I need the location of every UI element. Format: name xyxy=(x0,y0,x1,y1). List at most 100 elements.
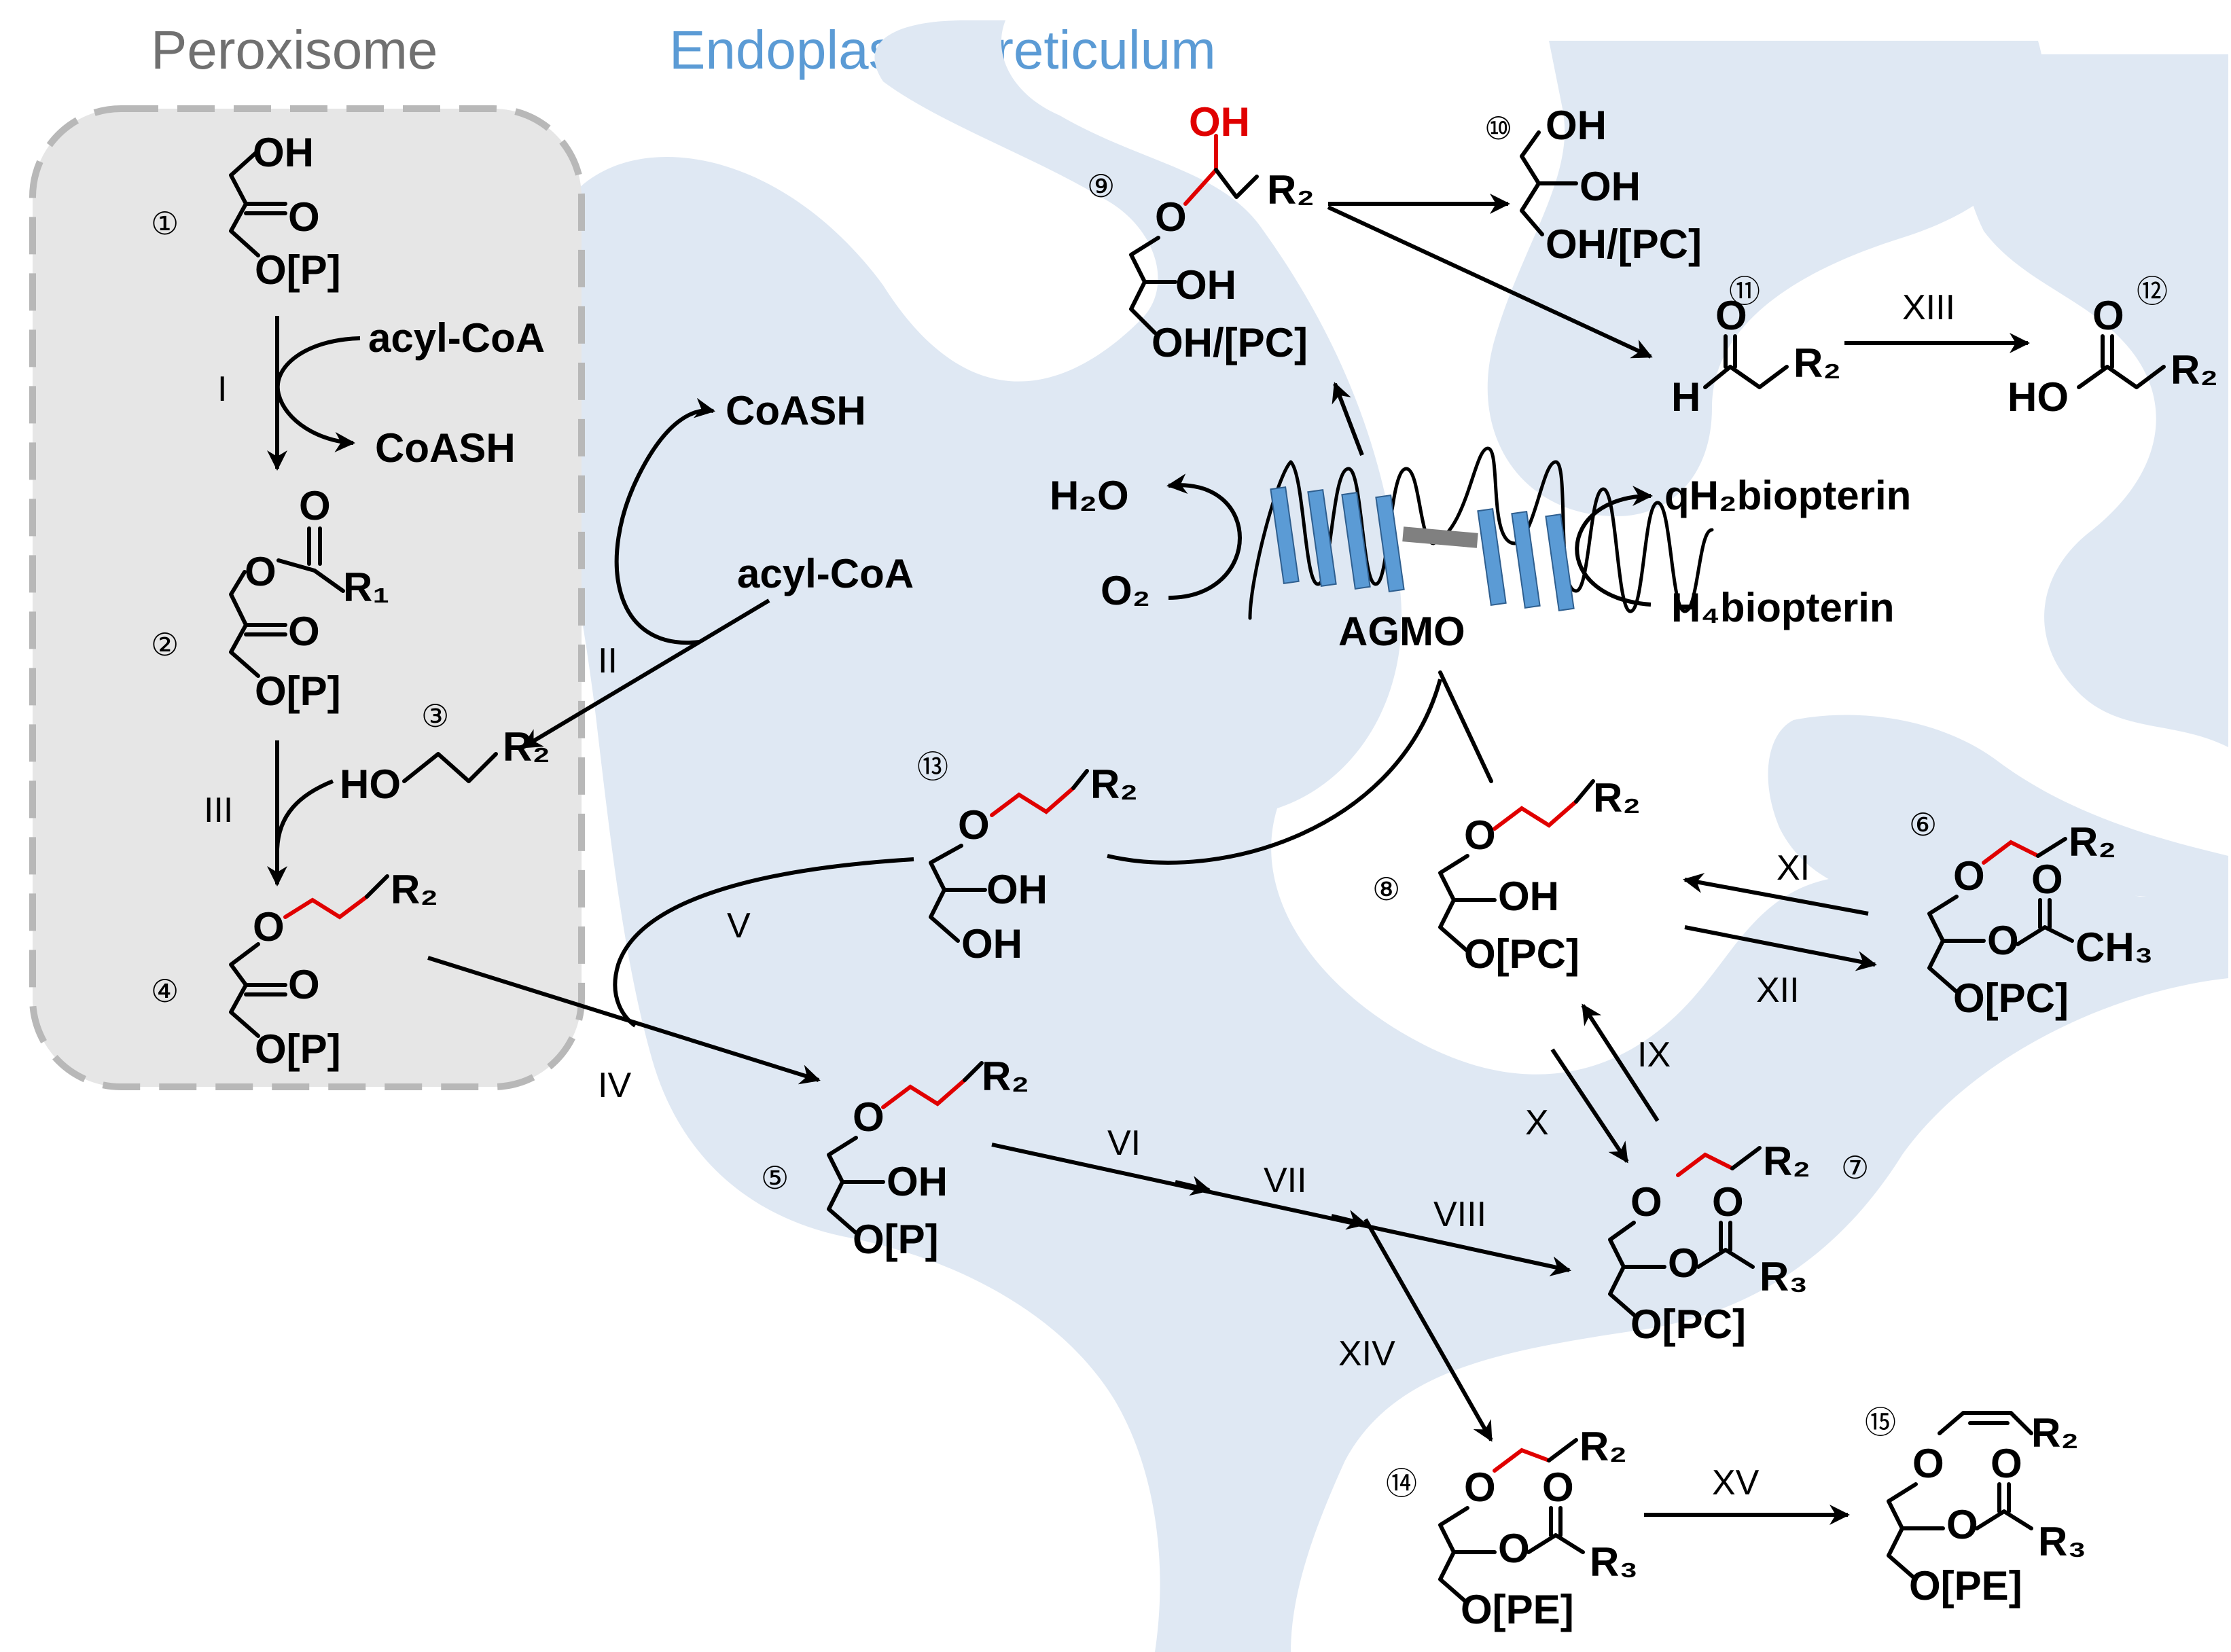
svg-text:O: O xyxy=(245,549,276,594)
compound-8: R₂ O ⑧ OH O[PC] xyxy=(1372,775,1641,977)
svg-text:O: O xyxy=(1991,1441,2022,1486)
svg-text:O[PC]: O[PC] xyxy=(1953,975,2069,1021)
svg-text:O: O xyxy=(2031,857,2063,902)
svg-text:⑨: ⑨ xyxy=(1087,168,1115,204)
acyl-coa-label: acyl-CoA xyxy=(368,315,545,361)
svg-text:O: O xyxy=(1155,194,1187,240)
step-V-arrow xyxy=(613,857,914,1028)
svg-text:R₂: R₂ xyxy=(2069,819,2116,865)
svg-text:O: O xyxy=(1464,812,1496,858)
svg-text:O: O xyxy=(1953,853,1985,899)
svg-text:①: ① xyxy=(151,206,179,241)
acyl-coa-label-2: acyl-CoA xyxy=(737,551,914,596)
o2-label: O₂ xyxy=(1101,568,1150,613)
step-XIV-arrow xyxy=(1363,1218,1493,1442)
svg-text:O: O xyxy=(1668,1240,1700,1286)
compound-10: ⑩ OH OH OH/[PC] xyxy=(1484,103,1702,267)
compound-15: ⑮ R₂ O O O R₃ O[PE] xyxy=(1865,1405,2086,1609)
svg-text:O: O xyxy=(288,194,320,240)
agmo-label: AGMO xyxy=(1338,609,1465,654)
step-VI-VIII-arrow xyxy=(991,1143,1571,1276)
svg-text:R₂: R₂ xyxy=(1267,167,1315,213)
compound-12: ⑫ O HO R₂ xyxy=(2007,274,2218,420)
svg-text:R₂: R₂ xyxy=(1793,340,1841,386)
agmo-product-arrow xyxy=(1332,382,1364,456)
step-XII-arrow xyxy=(1684,925,1877,971)
svg-text:②: ② xyxy=(151,627,179,662)
svg-text:④: ④ xyxy=(151,973,179,1009)
svg-text:⑭: ⑭ xyxy=(1386,1466,1417,1501)
svg-text:R₃: R₃ xyxy=(1760,1254,1808,1299)
step-XIV-label: XIV xyxy=(1338,1334,1395,1373)
step-XV-label: XV xyxy=(1712,1463,1760,1503)
coash-label: CoASH xyxy=(375,425,516,471)
svg-text:⑪: ⑪ xyxy=(1729,274,1760,309)
step-XI-arrow xyxy=(1683,873,1869,916)
svg-text:③: ③ xyxy=(421,698,449,734)
svg-text:O: O xyxy=(1715,293,1747,338)
svg-text:O[P]: O[P] xyxy=(255,1026,341,1072)
svg-text:O: O xyxy=(958,802,990,848)
svg-text:R₂: R₂ xyxy=(2031,1410,2079,1456)
compound-13: ⑬ R₂ O OH OH xyxy=(917,749,1138,967)
compound-11: ⑪ O H R₂ xyxy=(1671,274,1841,420)
compound-5: R₂ O ⑤ OH O[P] xyxy=(761,1054,1029,1262)
peroxisome-compartment xyxy=(29,105,585,1090)
svg-text:⑦: ⑦ xyxy=(1841,1150,1869,1185)
svg-text:⑧: ⑧ xyxy=(1372,872,1400,907)
svg-text:O[P]: O[P] xyxy=(255,668,341,714)
svg-text:R₂: R₂ xyxy=(1763,1138,1810,1184)
agmo-enzyme: AGMO xyxy=(1248,446,1714,654)
svg-text:O[PC]: O[PC] xyxy=(1630,1301,1746,1347)
svg-text:O[PE]: O[PE] xyxy=(1461,1587,1574,1632)
svg-text:OH/[PC]: OH/[PC] xyxy=(1152,320,1308,365)
qh2biopterin-label: qH₂biopterin xyxy=(1664,473,1911,518)
step-VII-marker xyxy=(1331,1210,1368,1230)
step-X-arrow xyxy=(1550,1048,1629,1164)
svg-text:R₂: R₂ xyxy=(2171,347,2218,393)
svg-text:O[PE]: O[PE] xyxy=(1909,1563,2022,1609)
svg-text:O: O xyxy=(1912,1441,1944,1486)
compound-14: R₂ ⑭ O O O R₃ O[PE] xyxy=(1386,1424,1638,1632)
svg-text:⑤: ⑤ xyxy=(761,1160,789,1196)
svg-text:OH/[PC]: OH/[PC] xyxy=(1546,221,1702,267)
step-IX-label: IX xyxy=(1637,1035,1671,1075)
compound-7: R₂ ⑦ O O O R₃ O[PC] xyxy=(1608,1138,1869,1347)
step-XII-label: XII xyxy=(1756,971,1800,1010)
step-IV-label: IV xyxy=(598,1066,631,1105)
peroxisome-title: Peroxisome xyxy=(151,20,438,80)
o2-h2o-arrow xyxy=(1166,473,1242,600)
svg-text:O: O xyxy=(2092,293,2124,338)
svg-text:⑮: ⑮ xyxy=(1865,1405,1896,1440)
svg-text:OH: OH xyxy=(961,921,1022,967)
step-X-label: X xyxy=(1525,1103,1549,1143)
svg-text:H: H xyxy=(1671,374,1700,420)
svg-text:OH: OH xyxy=(1546,103,1607,148)
step-I-label: I xyxy=(217,370,227,409)
svg-text:O: O xyxy=(253,904,285,950)
step-IX-arrow xyxy=(1581,1003,1660,1122)
h2o-label: H₂O xyxy=(1050,473,1129,518)
step-V-label: V xyxy=(727,906,751,946)
svg-text:CH₃: CH₃ xyxy=(2075,924,2153,970)
svg-text:OH: OH xyxy=(1579,164,1641,209)
svg-text:⑥: ⑥ xyxy=(1909,807,1937,842)
svg-text:O: O xyxy=(1712,1179,1744,1225)
step-XIII-label: XIII xyxy=(1902,288,1955,327)
svg-text:R₃: R₃ xyxy=(2038,1519,2086,1564)
step-I-cofactor-arrow xyxy=(275,336,361,452)
svg-text:R₃: R₃ xyxy=(1590,1539,1638,1585)
svg-text:OH: OH xyxy=(1175,262,1236,308)
agmo-to-13-link xyxy=(1107,679,1442,865)
svg-text:O[PC]: O[PC] xyxy=(1464,931,1579,977)
step-II-arrow xyxy=(521,598,770,749)
compound-4: R₂ O ④ O O[P] xyxy=(151,867,438,1072)
svg-text:R₁: R₁ xyxy=(343,564,389,610)
compound-9: ⑨ OH R₂ O OH OH/[PC] xyxy=(1087,99,1315,365)
step-II-label: II xyxy=(598,641,618,681)
compound-1: ① OH O O[P] xyxy=(151,130,341,293)
svg-text:O[P]: O[P] xyxy=(255,247,341,293)
svg-text:O: O xyxy=(1498,1526,1530,1571)
